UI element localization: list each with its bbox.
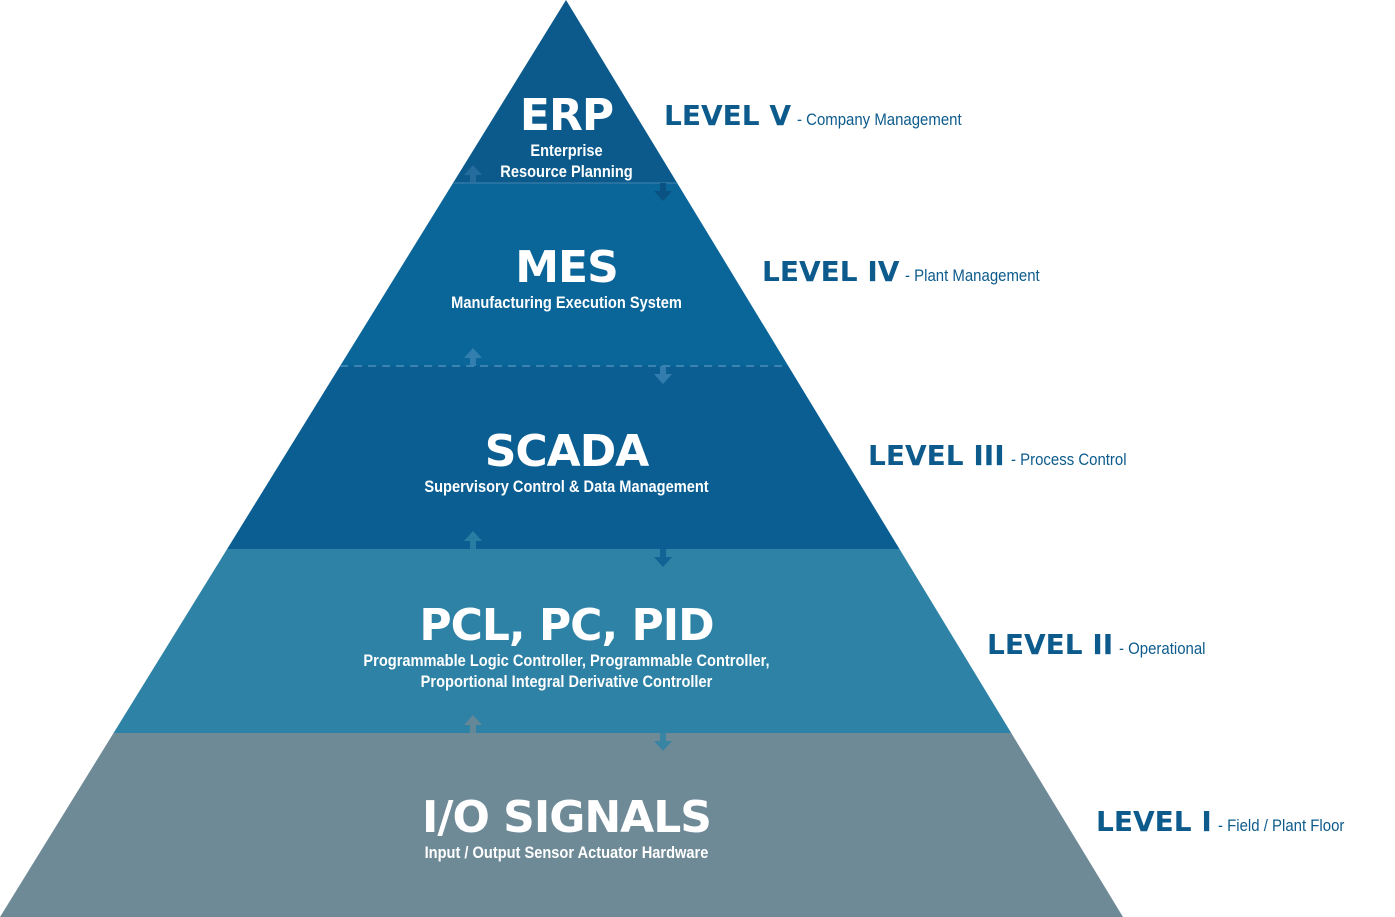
layer-erp-acronym: ERP xyxy=(519,90,614,141)
layer-scada-band xyxy=(227,366,900,549)
layer-plc: PCL, PC, PID Programmable Logic Controll… xyxy=(0,602,1133,692)
down-arrow-icon xyxy=(654,549,672,567)
layer-scada-acronym: SCADA xyxy=(484,426,650,477)
layer-erp-fullname-line1: Enterprise xyxy=(530,141,603,160)
layer-mes: MES Manufacturing Execution System xyxy=(0,244,1133,313)
level-iii-description: - Process Control xyxy=(1010,450,1127,469)
level-i-description: - Field / Plant Floor xyxy=(1217,816,1345,835)
layer-scada-fullname: Supervisory Control & Data Management xyxy=(424,477,709,496)
level-label-iii: LEVEL III - Process Control xyxy=(868,439,1142,472)
layer-plc-band xyxy=(113,549,1012,733)
level-ii-title: LEVEL II xyxy=(987,628,1114,661)
down-arrow-icon xyxy=(654,733,672,751)
layer-erp-fullname-line2: Resource Planning xyxy=(500,162,633,181)
level-iii-title: LEVEL III xyxy=(868,439,1005,472)
level-label-ii: LEVEL II - Operational xyxy=(987,628,1217,661)
level-iv-description: - Plant Management xyxy=(905,266,1041,285)
level-i-title: LEVEL I xyxy=(1096,805,1212,838)
layer-plc-acronym: PCL, PC, PID xyxy=(419,600,714,651)
layer-io-acronym: I/O SIGNALS xyxy=(422,792,712,843)
layer-mes-acronym: MES xyxy=(515,242,619,293)
level-label-v: LEVEL V - Company Management xyxy=(664,99,984,132)
level-label-i: LEVEL I - Field / Plant Floor xyxy=(1096,805,1361,838)
layer-mes-band xyxy=(340,183,789,366)
layer-scada: SCADA Supervisory Control & Data Managem… xyxy=(0,428,1133,497)
layer-io-band xyxy=(0,733,1123,917)
level-ii-description: - Operational xyxy=(1119,639,1206,658)
layer-mes-fullname: Manufacturing Execution System xyxy=(451,293,682,312)
level-label-iv: LEVEL IV - Plant Management xyxy=(762,255,1059,288)
level-v-description: - Company Management xyxy=(797,110,962,129)
up-arrow-icon xyxy=(464,348,482,366)
down-arrow-icon xyxy=(654,366,672,384)
up-arrow-icon xyxy=(464,531,482,549)
down-arrow-icon xyxy=(654,183,672,201)
layer-erp-band xyxy=(453,0,678,183)
layer-plc-fullname-line1: Programmable Logic Controller, Programma… xyxy=(363,651,770,670)
layer-plc-fullname-line2: Proportional Integral Derivative Control… xyxy=(420,672,713,691)
layer-io-fullname: Input / Output Sensor Actuator Hardware xyxy=(424,843,709,862)
layer-io: I/O SIGNALS Input / Output Sensor Actuat… xyxy=(0,794,1133,863)
layer-erp: ERP Enterprise Resource Planning xyxy=(0,92,1133,182)
level-v-title: LEVEL V xyxy=(664,99,792,132)
level-iv-title: LEVEL IV xyxy=(762,255,900,288)
up-arrow-icon xyxy=(464,715,482,733)
up-arrow-icon xyxy=(464,165,482,183)
